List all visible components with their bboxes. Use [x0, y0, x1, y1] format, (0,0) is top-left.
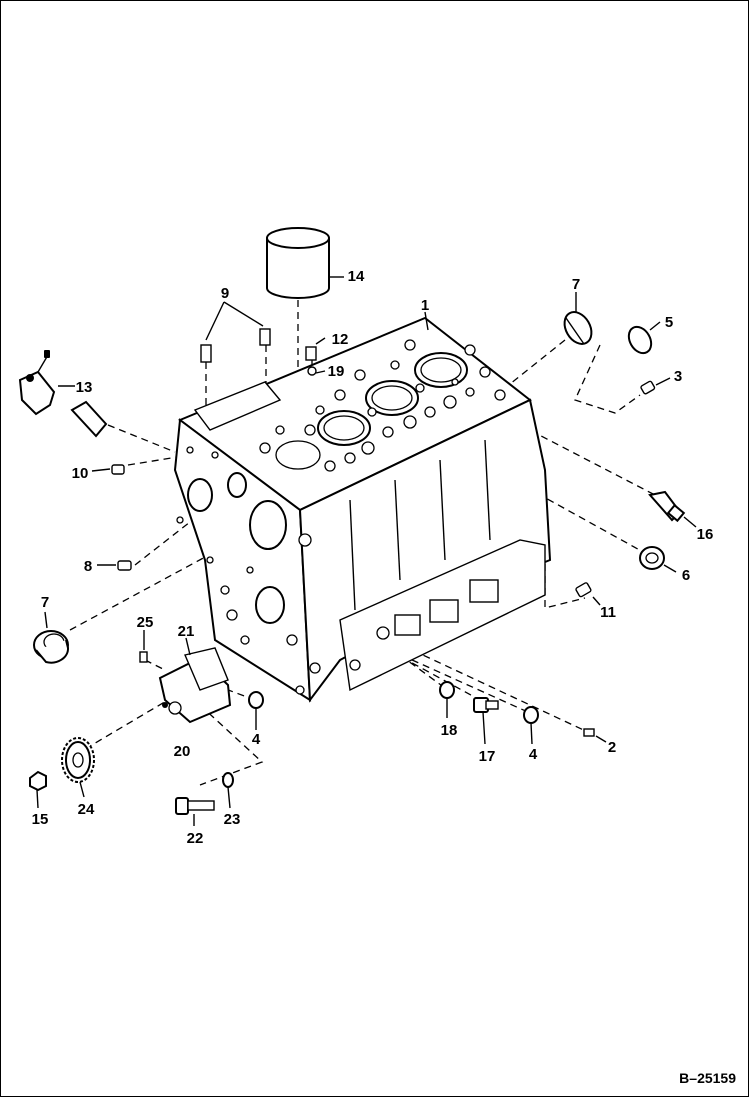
- front-face-holes: [176, 446, 321, 695]
- pin-12: [305, 346, 317, 361]
- callouts: 1 2 3 4 4 5 6 7 7 8 9 10 11 12 13 14 15 …: [32, 268, 714, 847]
- callout-9: 9: [221, 285, 229, 302]
- callout-5: 5: [665, 314, 673, 331]
- plug-8: [117, 560, 132, 571]
- side-ribs: [349, 439, 499, 671]
- callout-24: 24: [78, 801, 95, 818]
- callout-18: 18: [441, 722, 458, 739]
- cap-4-right: [523, 706, 539, 724]
- leader-lines: [36, 276, 697, 826]
- washer-23: [222, 772, 234, 788]
- callout-3: 3: [674, 368, 682, 385]
- callout-11: 11: [600, 604, 616, 621]
- cap-5: [627, 325, 653, 355]
- oil-pump: [158, 647, 232, 724]
- callout-7-top: 7: [572, 276, 580, 293]
- bolt-22: [175, 797, 215, 815]
- callout-4-right: 4: [529, 746, 538, 763]
- callout-1: 1: [421, 297, 429, 314]
- callout-7-left: 7: [41, 594, 49, 611]
- plug-3: [640, 380, 656, 395]
- callout-4-left: 4: [252, 731, 261, 748]
- callout-19: 19: [328, 363, 345, 380]
- callout-13: 13: [76, 379, 93, 396]
- cylinder-block: [173, 316, 552, 703]
- nut-15: [29, 770, 47, 792]
- callout-10: 10: [72, 465, 89, 482]
- callout-12: 12: [332, 331, 349, 348]
- oil-pressure-switch: [18, 350, 108, 438]
- callout-14: 14: [348, 268, 365, 285]
- cap-4-left: [248, 691, 264, 709]
- callout-2: 2: [608, 739, 616, 756]
- callout-21: 21: [178, 623, 195, 640]
- gear-24: [61, 737, 95, 783]
- dowel-pins: [200, 328, 271, 363]
- temperature-sensor: [648, 490, 686, 523]
- callout-16: 16: [697, 526, 714, 543]
- deck-holes: [259, 339, 506, 472]
- bolt-17: [473, 697, 499, 713]
- callout-17: 17: [479, 748, 496, 765]
- plug-10: [111, 464, 125, 475]
- seal-6: [639, 546, 665, 570]
- callout-8: 8: [84, 558, 92, 575]
- pin-25: [139, 651, 148, 663]
- callout-22: 22: [187, 830, 204, 847]
- washer-18: [439, 681, 455, 699]
- callout-15: 15: [32, 811, 49, 828]
- callout-20: 20: [174, 743, 191, 760]
- callout-6: 6: [682, 567, 690, 584]
- o-ring-19: [307, 366, 317, 376]
- callout-25: 25: [137, 614, 154, 631]
- plug-11: [575, 582, 592, 598]
- seal-7-left: [33, 630, 70, 664]
- seal-7-top: [563, 311, 593, 345]
- cylinder-liner: [266, 227, 330, 299]
- pin-2: [583, 728, 595, 737]
- figure-reference-code: B–25159: [679, 1070, 736, 1086]
- callout-23: 23: [224, 811, 241, 828]
